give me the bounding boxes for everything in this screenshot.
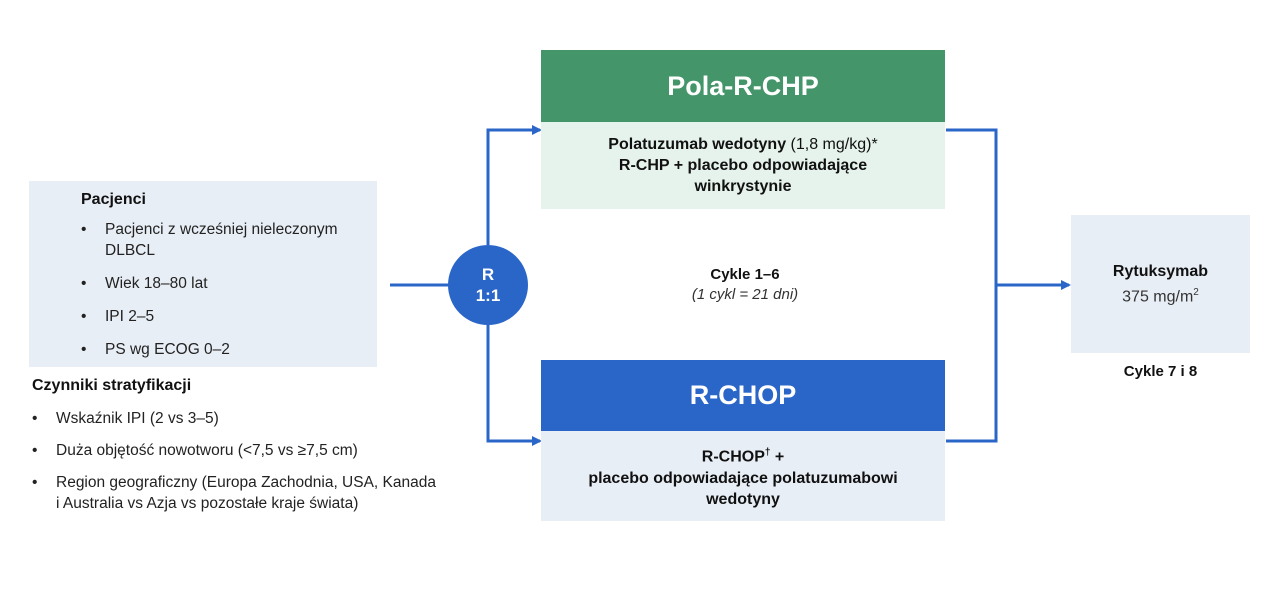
stratification-item: Duża objętość nowotworu (<7,5 vs ≥7,5 cm… xyxy=(32,440,437,461)
arm-pola-dose: (1,8 mg/kg)* xyxy=(786,136,878,153)
arm-pola-regimen-cont: winkrystynie xyxy=(694,178,792,195)
patients-item: Wiek 18–80 lat xyxy=(81,273,377,294)
rituximab-dose: 375 mg/m xyxy=(1122,288,1194,306)
connector-random-to-pola xyxy=(486,125,542,245)
arm-rchop-placebo-cont: wedotyny xyxy=(706,490,780,508)
stratification-item: Wskaźnik IPI (2 vs 3–5) xyxy=(32,408,437,429)
rituximab-cycles: Cykle 7 i 8 xyxy=(1123,363,1198,380)
arm-rchop-header: R-CHOP xyxy=(541,360,945,431)
cycles-info: Cykle 1–6 (1 cykl = 21 dni) xyxy=(620,265,870,305)
connector-random-to-rchop xyxy=(486,325,542,446)
rituximab-name: Rytuksymab xyxy=(1112,262,1209,280)
arm-pola-body: Polatuzumab wedotyny (1,8 mg/kg)* R-CHP … xyxy=(541,122,945,209)
patients-title: Pacjenci xyxy=(81,191,146,208)
randomization-ratio: 1:1 xyxy=(475,286,501,305)
patients-box: Pacjenci Pacjenci z wcześniej nieleczony… xyxy=(29,181,377,367)
patients-item: Pacjenci z wcześniej nieleczonym DLBCL xyxy=(81,219,385,261)
patients-item: IPI 2–5 xyxy=(81,306,377,327)
cycles-note: (1 cykl = 21 dni) xyxy=(691,286,799,303)
stratification-title: Czynniki stratyfikacji xyxy=(32,377,192,394)
arm-rchop-plus: + xyxy=(770,448,785,466)
arm-pola-title: Pola-R-CHP xyxy=(667,70,819,101)
arm-rchop-regimen: R-CHOP xyxy=(701,448,765,466)
arm-pola-header: Pola-R-CHP xyxy=(541,50,945,122)
arm-rchop-placebo: placebo odpowiadające polatuzumabowi xyxy=(588,469,898,487)
rituximab-dose-line: 375 mg/m2 xyxy=(1122,282,1199,307)
patients-list: Pacjenci z wcześniej nieleczonym DLBCL W… xyxy=(81,219,377,360)
patients-item: PS wg ECOG 0–2 xyxy=(81,339,377,360)
dagger-footnote: † xyxy=(764,447,771,459)
stratification-list: Wskaźnik IPI (2 vs 3–5) Duża objętość no… xyxy=(32,408,437,525)
arm-pola-drug: Polatuzumab wedotyny xyxy=(608,136,787,153)
connector-arms-bracket xyxy=(946,128,998,443)
cycles-title: Cykle 1–6 xyxy=(710,266,780,283)
arm-rchop-line1: R-CHOP† + xyxy=(702,442,784,467)
arm-pola-regimen: R-CHP + placebo odpowiadające xyxy=(618,157,868,174)
randomization-circle: R 1:1 xyxy=(448,245,528,325)
arm-rchop-title: R-CHOP xyxy=(689,380,797,410)
stratification-item: Region geograficzny (Europa Zachodnia, U… xyxy=(32,472,437,514)
arm-pola-drug-line: Polatuzumab wedotyny (1,8 mg/kg)* xyxy=(608,134,877,155)
arm-rchop-body: R-CHOP† + placebo odpowiadające polatuzu… xyxy=(541,431,945,521)
randomization-label: R xyxy=(481,265,495,284)
rituximab-dose-exponent: 2 xyxy=(1193,286,1199,298)
rituximab-box: Rytuksymab 375 mg/m2 xyxy=(1071,215,1250,353)
